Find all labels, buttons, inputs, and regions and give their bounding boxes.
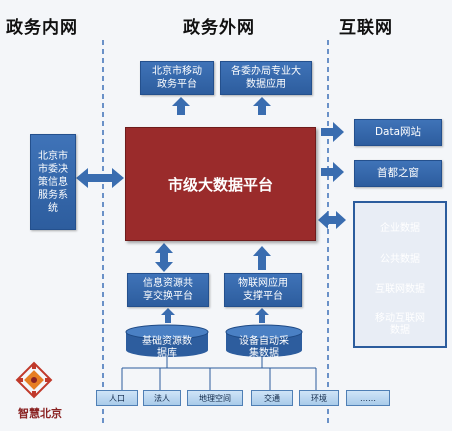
arrow-up-bigdata xyxy=(253,97,271,115)
source-chip-legal-entity: 法人 xyxy=(143,390,181,406)
base-resource-db-cylinder xyxy=(125,324,209,357)
source-chip-traffic: 交通 xyxy=(251,390,293,406)
city-big-data-platform: 市级大数据平台 xyxy=(125,127,316,241)
zone-title-internet: 互联网 xyxy=(339,18,393,38)
arrow-to-data-site xyxy=(321,122,344,142)
iot-support-platform-box: 物联网应用 支撑平台 xyxy=(224,273,302,307)
source-chip-more: …… xyxy=(346,390,390,406)
arrow-core-exchange xyxy=(155,243,173,272)
arrow-to-capital-window xyxy=(321,162,344,182)
arrow-iot-core xyxy=(253,246,271,270)
enterprise-data-label: 企业数据 xyxy=(380,223,420,234)
arrow-db-iot xyxy=(255,308,269,323)
internet-data-label: 互联网数据 xyxy=(375,284,425,295)
base-resource-db-label: 基础资源数 据库 xyxy=(142,336,192,359)
zone-title-internal: 政务内网 xyxy=(6,18,78,38)
data-website-box: Data网站 xyxy=(354,119,442,146)
capital-window-box: 首都之窗 xyxy=(354,160,442,187)
logo-name: 智慧北京 xyxy=(18,407,62,420)
source-chip-geospatial: 地理空间 xyxy=(187,390,243,406)
internet-data-group xyxy=(353,201,447,348)
arrow-db-exchange xyxy=(161,308,175,323)
info-exchange-platform-box: 信息资源共 享交换平台 xyxy=(127,273,209,307)
device-collect-db-label: 设备自动采 集数据 xyxy=(239,336,289,359)
zone-title-external: 政务外网 xyxy=(183,18,255,38)
source-chip-population: 人口 xyxy=(96,390,138,406)
municipal-decision-system-box: 北京市 市委决 策信息 服务系 统 xyxy=(30,134,76,230)
arrow-core-left-box xyxy=(76,168,124,188)
mobile-internet-data-label: 移动互联网 数据 xyxy=(375,313,425,336)
arrow-up-mobile xyxy=(172,97,190,115)
public-data-label: 公共数据 xyxy=(380,254,420,265)
device-collect-db-cylinder xyxy=(225,324,303,357)
mobile-gov-platform-box: 北京市移动 政务平台 xyxy=(140,61,214,95)
core-platform-label: 市级大数据平台 xyxy=(167,175,273,194)
arrow-core-internet-db xyxy=(318,211,346,229)
smart-beijing-logo-icon xyxy=(15,361,53,399)
source-chip-environment: 环境 xyxy=(299,390,339,406)
agency-big-data-app-box: 各委办局专业大 数据应用 xyxy=(220,61,312,95)
